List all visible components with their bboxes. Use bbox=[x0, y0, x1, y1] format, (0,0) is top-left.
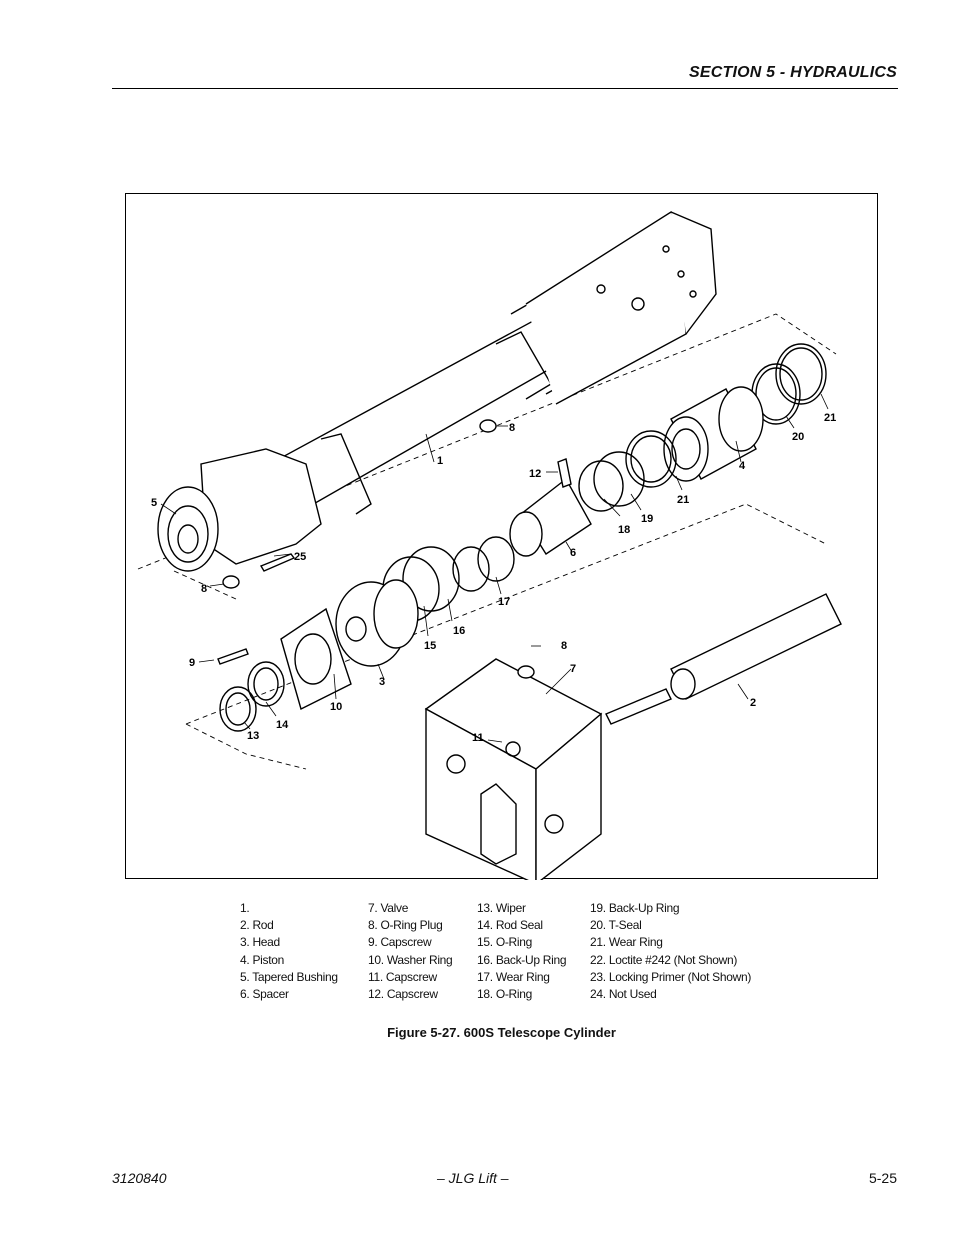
legend-item: 17. Wear Ring bbox=[477, 969, 550, 984]
callout-5: 5 bbox=[151, 497, 157, 509]
figure-frame: 1 2 3 4 5 6 7 8 8 8 9 10 11 12 13 14 15 … bbox=[125, 193, 878, 880]
callout-21-lower: 21 bbox=[677, 494, 689, 506]
callout-9: 9 bbox=[189, 657, 195, 669]
callout-15: 15 bbox=[424, 640, 436, 652]
legend-item: 20. T-Seal bbox=[590, 918, 642, 933]
callout-3: 3 bbox=[379, 676, 385, 688]
section-title: SECTION 5 - HYDRAULICS bbox=[689, 64, 897, 81]
callout-1: 1 bbox=[437, 455, 443, 467]
legend-item: 13. Wiper bbox=[477, 901, 526, 915]
callout-8-valve: 8 bbox=[561, 640, 567, 652]
callout-8-head: 8 bbox=[201, 583, 207, 595]
legend-item: 2. Rod bbox=[240, 918, 274, 933]
callout-13: 13 bbox=[247, 730, 259, 742]
legend-column-3: 13. Wiper 14. Rod Seal 15. O-Ring 16. Ba… bbox=[477, 900, 567, 1003]
callout-19: 19 bbox=[641, 513, 653, 525]
legend-item: 21. Wear Ring bbox=[590, 935, 663, 950]
legend-item: 16. Back-Up Ring bbox=[477, 952, 567, 967]
legend-item: 12. Capscrew bbox=[368, 987, 438, 1002]
legend-item: 8. O-Ring Plug bbox=[368, 918, 443, 933]
callout-8-barrel: 8 bbox=[509, 422, 515, 434]
callout-21-upper: 21 bbox=[824, 412, 836, 424]
figure-caption: Figure 5-27. 600S Telescope Cylinder bbox=[387, 1025, 616, 1040]
callout-7: 7 bbox=[570, 663, 576, 675]
legend-item: 6. Spacer bbox=[240, 987, 289, 1002]
legend-item: 19. Back-Up Ring bbox=[590, 901, 680, 915]
legend-item: 14. Rod Seal bbox=[477, 918, 543, 933]
cylinder-exploded-diagram: 1 2 3 4 5 6 7 8 8 8 9 10 11 12 13 14 15 … bbox=[137, 210, 842, 880]
legend-column-1: 1. 2. Rod 3. Head 4. Piston 5. Tapered B… bbox=[240, 900, 338, 1003]
header-rule bbox=[112, 88, 898, 89]
callout-16: 16 bbox=[453, 625, 465, 637]
legend-item: 5. Tapered Bushing bbox=[240, 969, 338, 984]
legend-item: 23. Locking Primer (Not Shown) bbox=[590, 969, 752, 984]
legend-item: 22. Loctite #242 (Not Shown) bbox=[590, 952, 738, 967]
legend-item: 4. Piston bbox=[240, 952, 284, 967]
legend-item: 18. O-Ring bbox=[477, 987, 533, 1002]
callout-10: 10 bbox=[330, 701, 342, 713]
footer-publisher: – JLG Lift – bbox=[437, 1170, 509, 1186]
callout-14: 14 bbox=[276, 719, 289, 731]
document-number: 3120840 bbox=[112, 1170, 167, 1186]
callout-25: 25 bbox=[294, 551, 306, 563]
legend-item: 1. bbox=[240, 901, 250, 915]
callout-18: 18 bbox=[618, 524, 630, 536]
callout-labels: 1 2 3 4 5 6 7 8 8 8 9 10 11 12 13 14 15 … bbox=[151, 412, 836, 744]
callout-11: 11 bbox=[472, 732, 484, 744]
callout-20: 20 bbox=[792, 431, 804, 443]
callout-4: 4 bbox=[739, 460, 746, 472]
page-number: 5-25 bbox=[868, 1170, 897, 1186]
legend-item: 15. O-Ring bbox=[477, 935, 533, 950]
callout-6: 6 bbox=[570, 547, 576, 559]
callout-12: 12 bbox=[529, 468, 541, 480]
callout-17: 17 bbox=[498, 596, 510, 608]
legend-item: 24. Not Used bbox=[590, 987, 657, 1002]
legend-item: 3. Head bbox=[240, 935, 280, 950]
legend-item: 10. Washer Ring bbox=[368, 952, 453, 967]
callout-2: 2 bbox=[750, 697, 756, 709]
legend-column-4: 19. Back-Up Ring 20. T-Seal 21. Wear Rin… bbox=[590, 900, 751, 1003]
legend-item: 7. Valve bbox=[368, 901, 409, 915]
legend-column-2: 7. Valve 8. O-Ring Plug 9. Capscrew 10. … bbox=[368, 900, 453, 1003]
legend-item: 11. Capscrew bbox=[368, 969, 437, 984]
legend-item: 9. Capscrew bbox=[368, 935, 432, 950]
